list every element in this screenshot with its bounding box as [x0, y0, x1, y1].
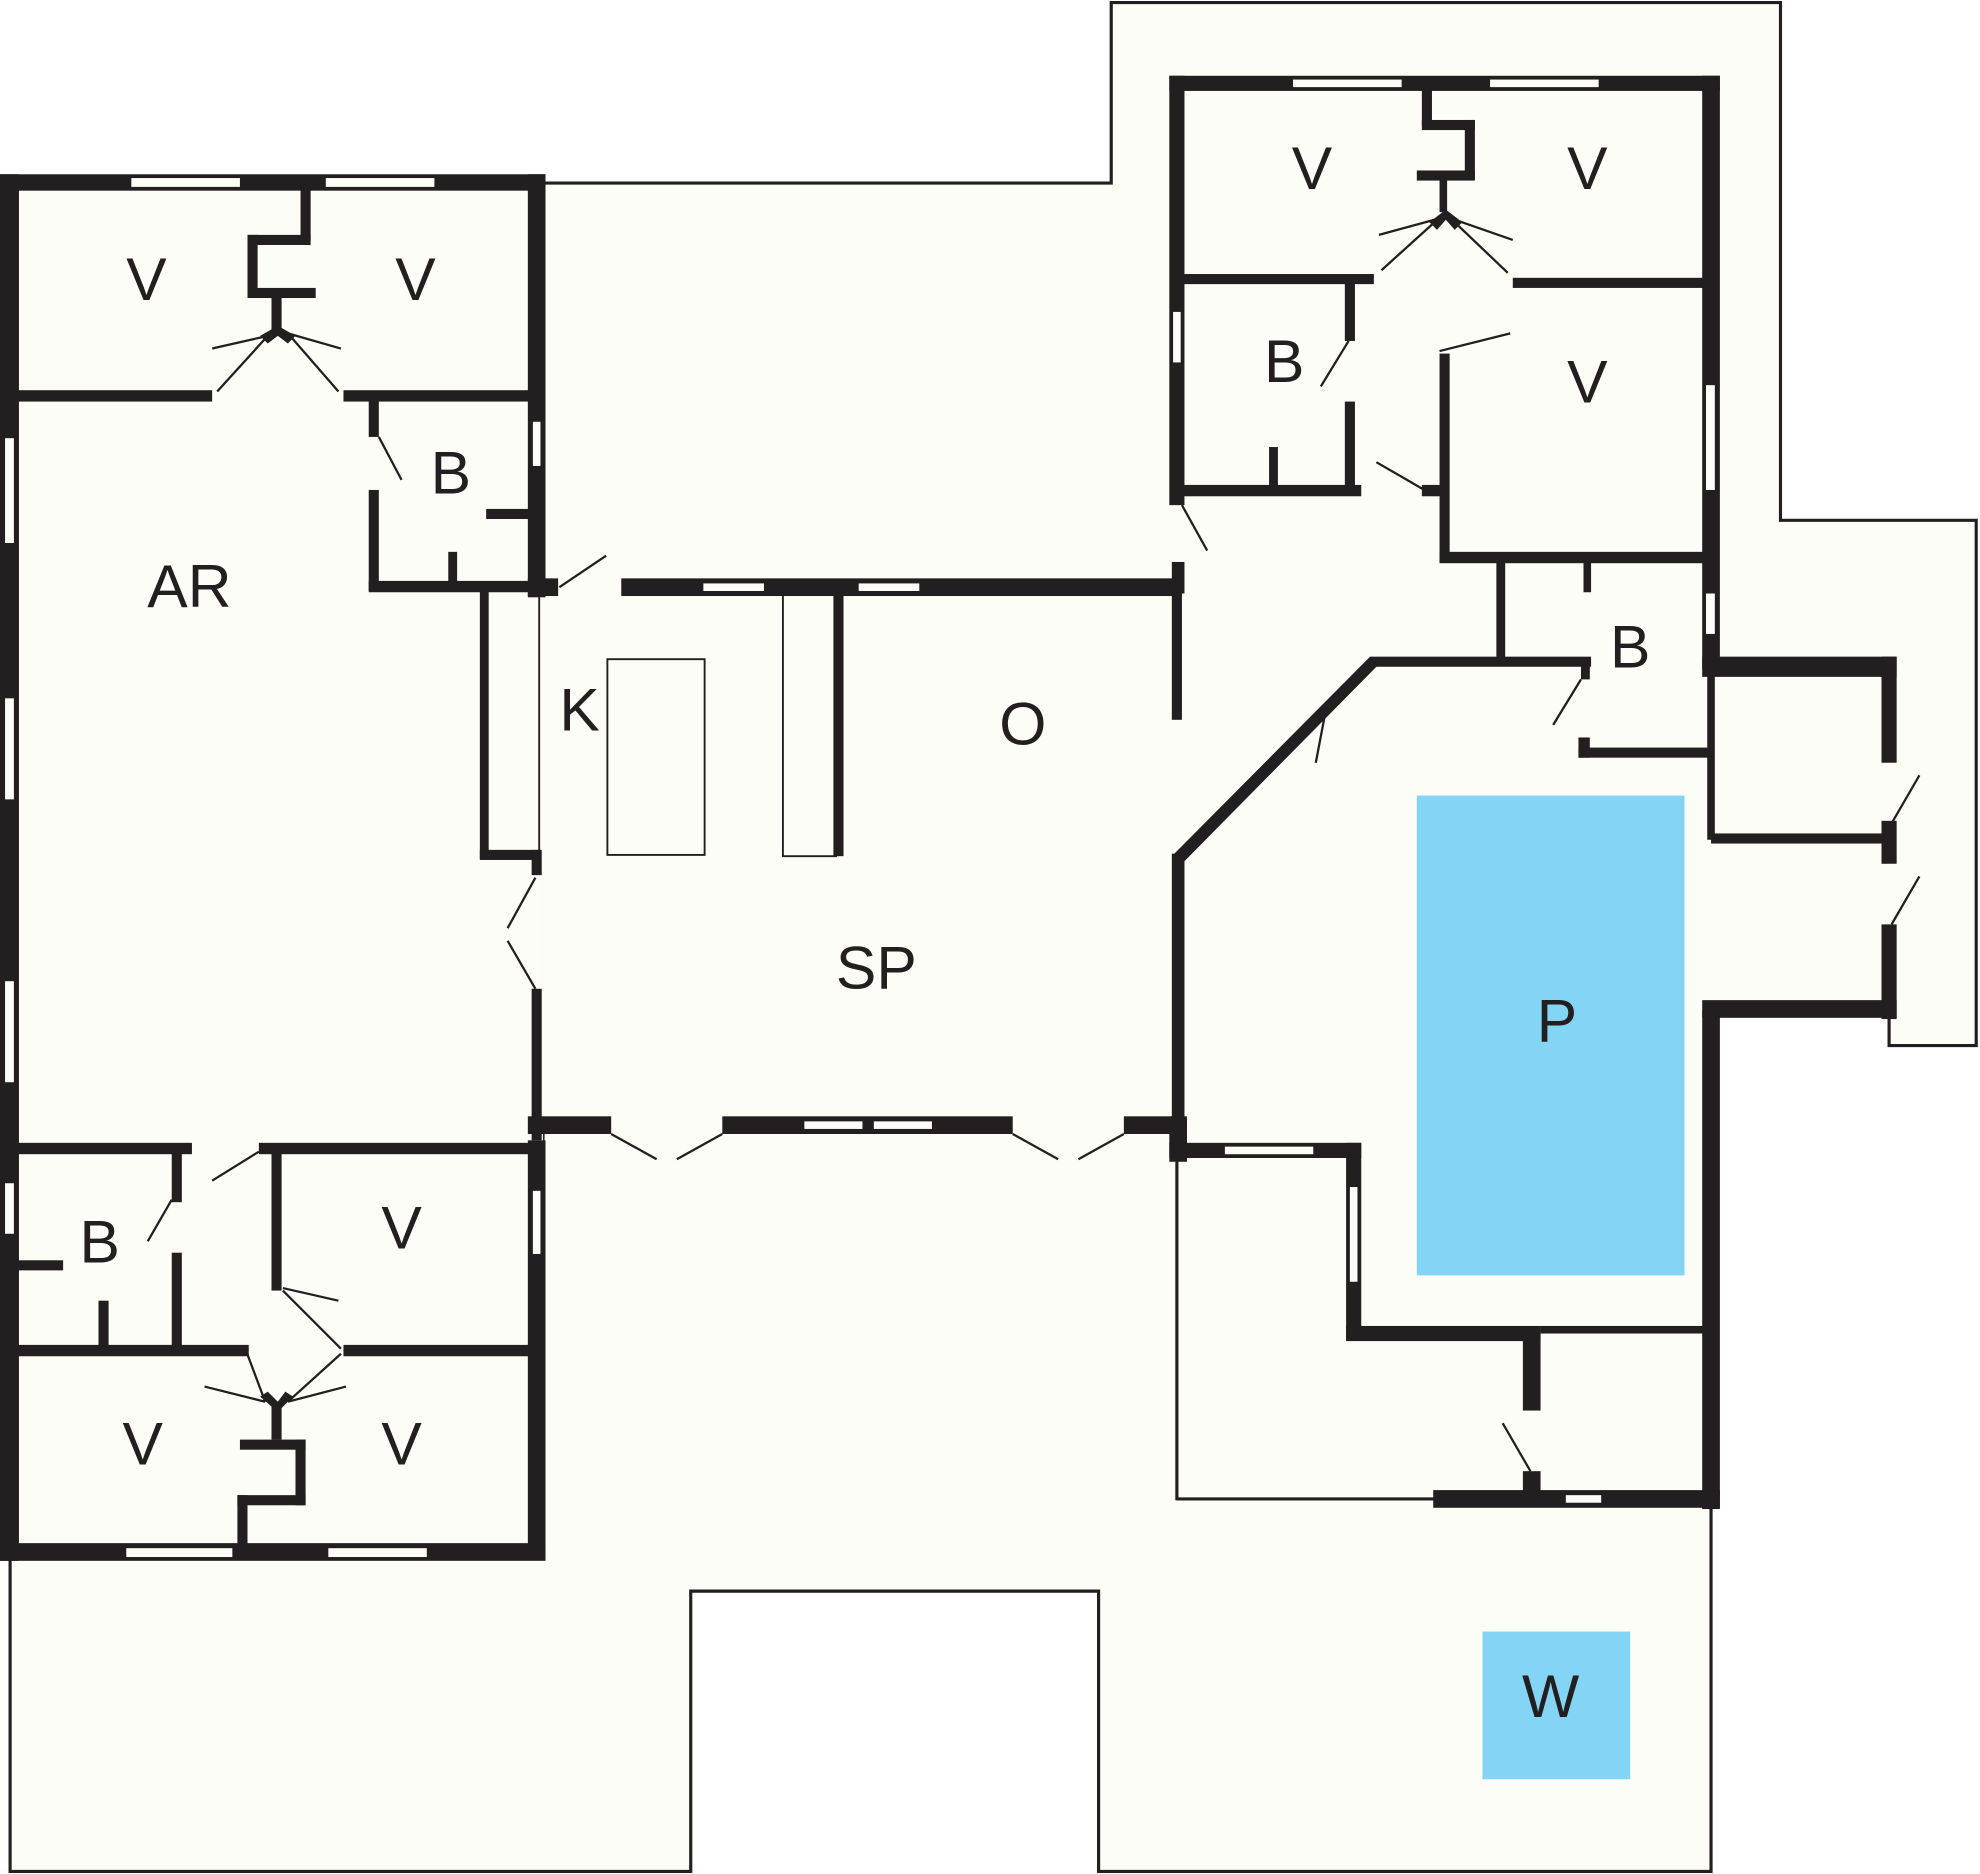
room-label-living: O — [999, 690, 1046, 758]
room-label-dining: SP — [836, 933, 917, 1001]
room-label-bedroom: V — [381, 1194, 422, 1262]
room-label-bath: B — [1610, 613, 1650, 681]
room-label-bath: B — [1264, 327, 1304, 395]
room-label-bedroom: V — [1292, 134, 1333, 202]
whirlpool — [1482, 1631, 1631, 1780]
room-label-bath: B — [80, 1207, 120, 1275]
room-label-bedroom: V — [122, 1409, 163, 1477]
west-wing-walls — [0, 174, 546, 1561]
room-label-bedroom: V — [395, 245, 436, 313]
room-label-kitchen: K — [559, 676, 599, 744]
central-walls — [527, 504, 1209, 1162]
room-label-bath: B — [431, 438, 471, 506]
room-label-bedroom: V — [381, 1409, 422, 1477]
room-label-bedroom: V — [1567, 347, 1608, 415]
room-label-bedroom: V — [126, 245, 167, 313]
northeast-walls — [1169, 75, 1921, 1510]
room-label-whirlpool: W — [1522, 1662, 1579, 1730]
room-labels: V V B AR B V V V K O SP V V B V B P W — [80, 134, 1651, 1730]
room-label-bedroom: V — [1567, 134, 1608, 202]
room-label-utility: AR — [147, 552, 231, 620]
pool — [1416, 795, 1685, 1276]
west-doors — [146, 325, 607, 1412]
room-label-pool: P — [1537, 986, 1577, 1054]
